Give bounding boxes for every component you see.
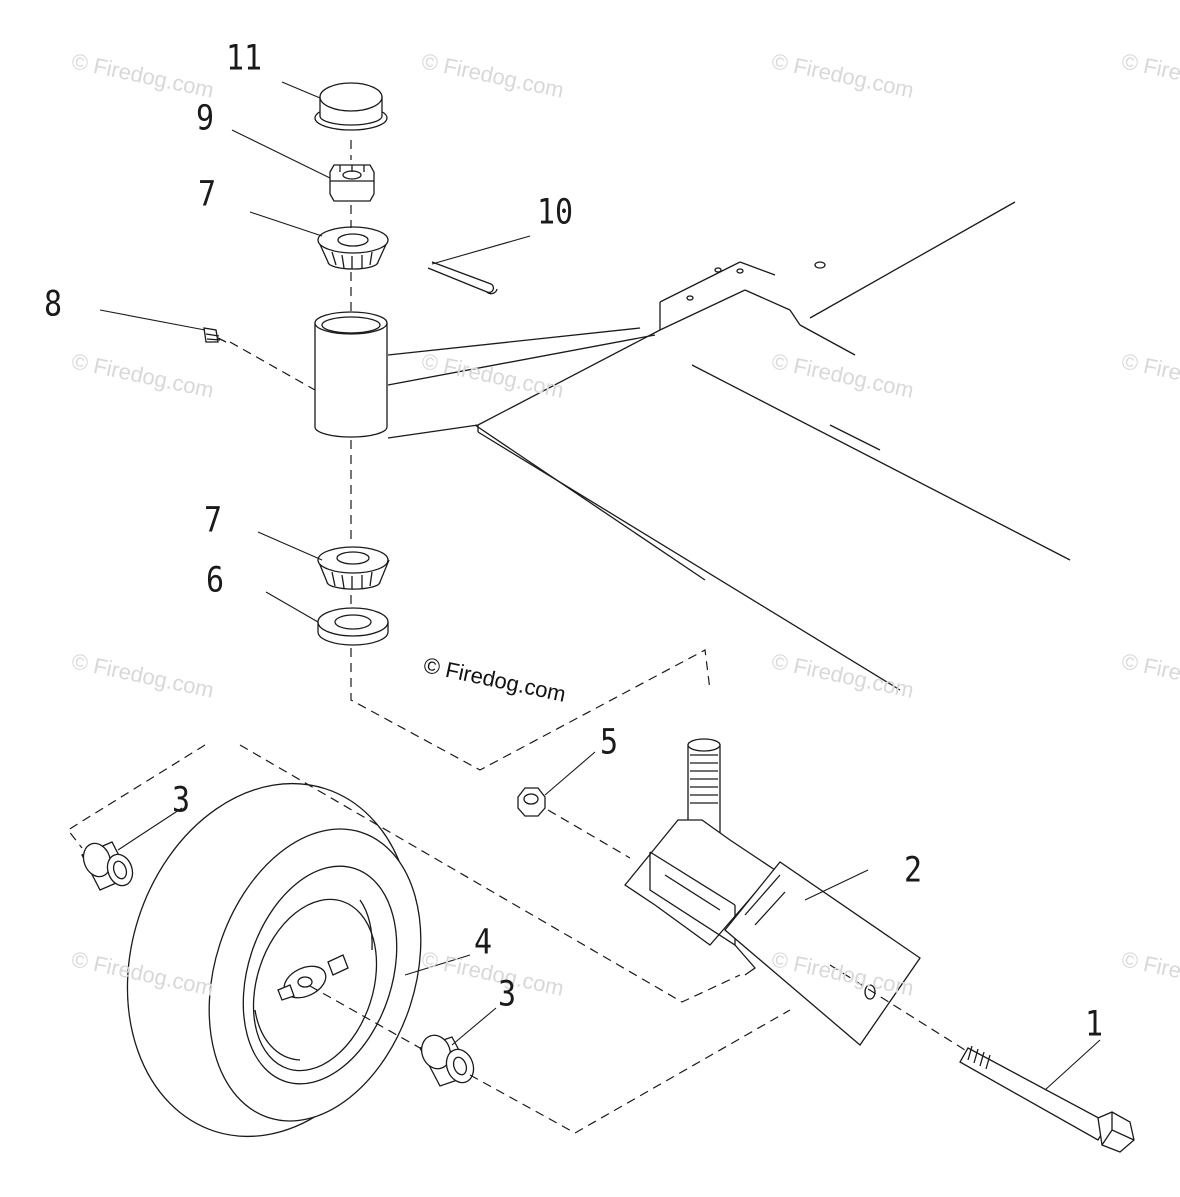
part-1-bolt <box>959 1045 1135 1153</box>
callout-7-lower: 7 <box>204 500 223 541</box>
callout-1: 1 <box>1085 1004 1104 1045</box>
assembly-lines <box>67 140 966 1134</box>
part-7-upper-bearing <box>317 226 389 270</box>
part-3-lower-bushing <box>419 1034 475 1087</box>
callout-11: 11 <box>226 38 263 79</box>
callout-10: 10 <box>537 192 574 233</box>
frame-deck <box>474 201 1071 691</box>
callout-6: 6 <box>206 560 225 601</box>
callout-5: 5 <box>600 722 619 763</box>
part-2-caster-fork <box>624 738 921 1046</box>
part-9-castle-nut <box>329 164 375 202</box>
callout-7-upper: 7 <box>198 174 217 215</box>
callout-2: 2 <box>904 850 923 891</box>
wheel-assembly <box>126 782 422 1138</box>
leader-lines <box>99 81 1101 1091</box>
part-10-cotter-pin <box>427 261 498 295</box>
spindle-housing <box>314 311 388 438</box>
part-7-lower-bearing <box>317 546 390 590</box>
part-6-race <box>317 607 389 646</box>
callout-9: 9 <box>196 98 215 139</box>
callout-8: 8 <box>44 284 63 325</box>
part-3-upper-bushing <box>81 841 134 891</box>
fork-arms <box>387 327 656 439</box>
part-8-grease-fitting <box>203 327 227 343</box>
part-5-nut <box>517 787 546 817</box>
callout-3-lower: 3 <box>498 974 517 1015</box>
callout-4: 4 <box>474 922 493 963</box>
part-11-cap <box>314 82 388 131</box>
callout-3-upper: 3 <box>172 780 191 821</box>
